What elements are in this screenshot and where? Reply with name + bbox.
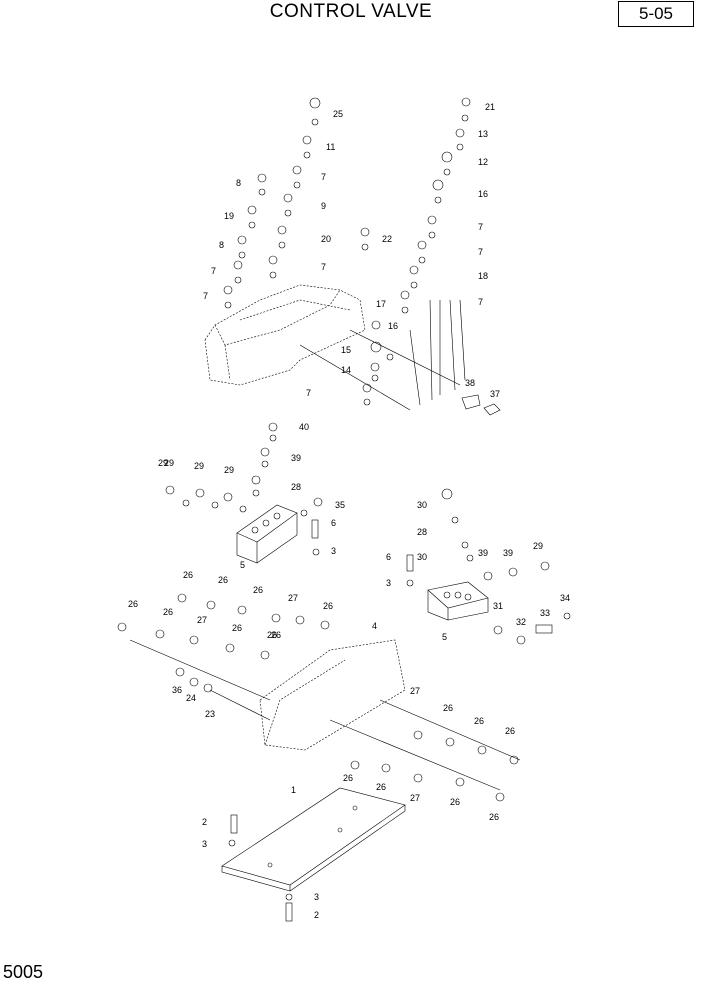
callout-label: 38 — [465, 378, 475, 388]
callout-label: 39 — [478, 548, 488, 558]
callout-label: 17 — [376, 299, 386, 309]
page-code-box: 5-05 — [618, 1, 694, 27]
callout-label: 9 — [321, 201, 326, 211]
callout-label: 4 — [372, 621, 377, 631]
callout-label: 26 — [232, 623, 242, 633]
callout-label: 19 — [224, 211, 234, 221]
callout-label: 3 — [331, 546, 336, 556]
callout-label: 39 — [291, 453, 301, 463]
callout-label: 7 — [203, 291, 208, 301]
callout-label: 5 — [240, 560, 245, 570]
callout-label: 27 — [410, 686, 420, 696]
callout-label: 3 — [386, 578, 391, 588]
callout-label: 34 — [560, 593, 570, 603]
callout-label: 14 — [341, 365, 351, 375]
callout-label: 16 — [478, 189, 488, 199]
callout-label: 28 — [291, 482, 301, 492]
callout-label: 35 — [335, 500, 345, 510]
callout-label: 30 — [417, 552, 427, 562]
figure-number: 5005 — [3, 962, 44, 982]
callout-label: 7 — [478, 222, 483, 232]
callout-label: 27 — [197, 615, 207, 625]
callout-label: 26 — [218, 575, 228, 585]
callout-label: 5 — [442, 632, 447, 642]
callout-label: 7 — [478, 297, 483, 307]
upper-leader-lines — [299, 299, 466, 411]
main-body-fittings — [117, 593, 521, 802]
callout-label: 26 — [183, 570, 193, 580]
callout-label: 3 — [314, 892, 319, 902]
callout-label: 22 — [382, 234, 392, 244]
callout-label: 26 — [505, 726, 515, 736]
callout-label: 6 — [331, 518, 336, 528]
middle-left-block — [165, 422, 323, 564]
callout-label: 30 — [417, 500, 427, 510]
page-title: CONTROL VALVE — [269, 1, 433, 22]
callout-label: 26 — [267, 630, 277, 640]
callout-label: 26 — [163, 607, 173, 617]
callout-label: 21 — [485, 102, 495, 112]
callout-label: 7 — [211, 266, 216, 276]
callout-label: 26 — [450, 797, 460, 807]
upper-valve-assembly — [204, 284, 366, 386]
callout-label: 27 — [410, 793, 420, 803]
callout-label: 7 — [478, 247, 483, 257]
callout-label: 2 — [314, 910, 319, 920]
callout-label: 8 — [236, 178, 241, 188]
callout-label: 11 — [326, 142, 335, 152]
callout-label: 39 — [503, 548, 513, 558]
callout-label: 29 — [224, 465, 234, 475]
callout-label: 28 — [417, 527, 427, 537]
upper-fittings-right — [362, 97, 501, 416]
callout-label: 25 — [333, 109, 343, 119]
callout-label: 26 — [474, 716, 484, 726]
middle-right-block — [406, 488, 571, 645]
callout-label: 26 — [128, 599, 138, 609]
callout-label: 33 — [540, 608, 550, 618]
callout-label: 26 — [323, 601, 333, 611]
callout-label: 26 — [343, 773, 353, 783]
callout-label: 2 — [202, 817, 207, 827]
mounting-plate — [221, 787, 406, 922]
callout-label: 6 — [386, 552, 391, 562]
callout-label: 7 — [321, 172, 326, 182]
callout-label: 26 — [489, 812, 499, 822]
callout-label: 31 — [493, 601, 503, 611]
callout-label: 26 — [376, 782, 386, 792]
callout-label: 3 — [202, 839, 207, 849]
callout-label: 8 — [219, 240, 224, 250]
callout-label: 29 — [158, 458, 168, 468]
callout-labels: 25 11 7 8 9 19 20 8 22 7 7 7 21 13 12 16… — [128, 102, 570, 920]
callout-label: 7 — [321, 262, 326, 272]
callout-label: 23 — [205, 709, 215, 719]
callout-label: 7 — [306, 388, 311, 398]
callout-label: 29 — [194, 461, 204, 471]
callout-label: 32 — [516, 617, 526, 627]
main-valve-body — [259, 639, 406, 751]
callout-label: 24 — [186, 693, 196, 703]
upper-fittings-left — [223, 97, 370, 309]
callout-label: 37 — [490, 389, 500, 399]
callout-label: 20 — [321, 234, 331, 244]
callout-label: 13 — [478, 129, 488, 139]
callout-label: 18 — [478, 271, 488, 281]
callout-label: 15 — [341, 345, 351, 355]
callout-label: 29 — [164, 458, 174, 468]
callout-label: 12 — [478, 157, 488, 167]
callout-label: 26 — [271, 630, 281, 640]
callout-label: 26 — [253, 585, 263, 595]
callout-label: 27 — [288, 593, 298, 603]
callout-label: 40 — [299, 422, 309, 432]
callout-label: 16 — [388, 321, 398, 331]
callout-label: 1 — [291, 785, 296, 795]
callout-label: 29 — [533, 541, 543, 551]
callout-label: 26 — [443, 703, 453, 713]
callout-label: 36 — [172, 685, 182, 695]
